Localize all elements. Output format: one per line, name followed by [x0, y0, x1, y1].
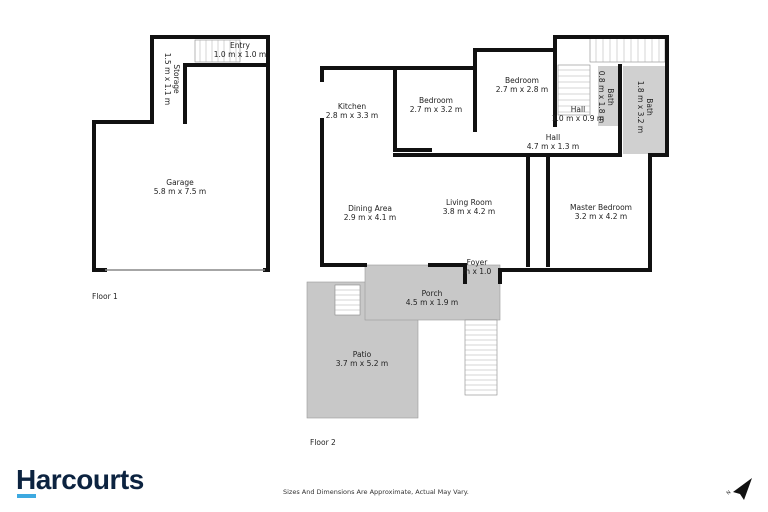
room-name: Patio	[352, 350, 372, 359]
room-name: Kitchen	[337, 102, 367, 111]
room-size: 1.0 m x 0.9 m	[551, 114, 605, 123]
logo-accent-bar	[17, 494, 36, 498]
room-size: 0.8 m x 1.8 m	[597, 70, 606, 124]
room-name: Bedroom	[419, 96, 453, 105]
disclaimer: Sizes And Dimensions Are Approximate, Ac…	[283, 488, 469, 496]
harcourts-logo: Harcourts	[16, 464, 144, 495]
floor-1-label: Floor 1	[92, 292, 118, 301]
room-size: 4.5 m x 1.9 m	[405, 298, 459, 307]
porch-area	[364, 264, 501, 321]
room-size: 5.8 m x 7.5 m	[153, 187, 207, 196]
room-size: 4.7 m x 1.3 m	[526, 142, 580, 151]
floor-2-walls	[320, 35, 669, 284]
room-name: Bath	[606, 88, 615, 106]
bath-floor	[623, 66, 667, 154]
room-size: m x 1.0	[462, 267, 492, 276]
room-name: Master Bedroom	[570, 203, 632, 212]
room-size: 3.7 m x 5.2 m	[335, 359, 389, 368]
room-name: Porch	[421, 289, 443, 298]
room-name: Entry	[230, 41, 250, 50]
room-size: 1.8 m x 3.2 m	[636, 80, 645, 134]
room-name: Living Room	[445, 198, 493, 207]
room-size: 2.9 m x 4.1 m	[343, 213, 397, 222]
room-size: 1.0 m x 1.0 m	[213, 50, 267, 59]
floor-1-walls	[92, 35, 270, 272]
bath-small-floor	[598, 66, 620, 126]
room-size: 2.8 m x 3.3 m	[325, 111, 379, 120]
room-name: Bath	[645, 98, 654, 116]
room-name: Hall	[570, 105, 586, 114]
floor-2-label: Floor 2	[310, 438, 336, 447]
room-name: Foyer	[466, 258, 488, 267]
room-size: 2.7 m x 3.2 m	[409, 105, 463, 114]
room-name: Hall	[545, 133, 561, 142]
room-size: 1.5 m x 1.1 m	[163, 52, 172, 106]
room-size: 3.8 m x 4.2 m	[442, 207, 496, 216]
room-name: Storage	[172, 64, 181, 94]
room-name: Garage	[166, 178, 194, 187]
room-size: 3.2 m x 4.2 m	[574, 212, 628, 221]
room-size: 2.7 m x 2.8 m	[495, 85, 549, 94]
room-name: Bedroom	[505, 76, 539, 85]
room-name: Dining Area	[348, 204, 392, 213]
stair-treads	[199, 37, 660, 391]
north-arrow-icon	[733, 478, 752, 500]
